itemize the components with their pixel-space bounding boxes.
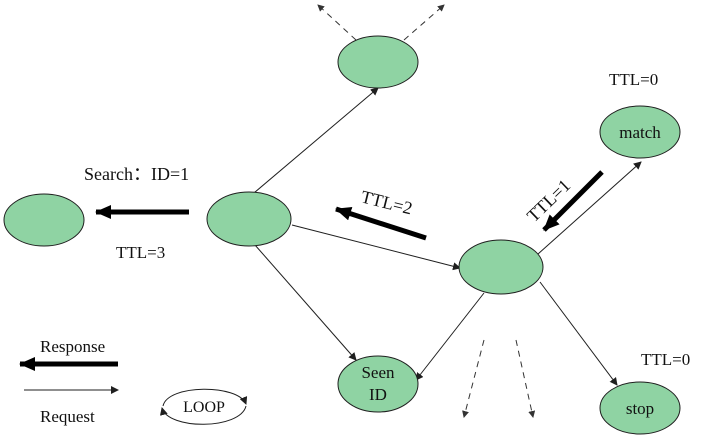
- dashed-arrow-bottom-left: [462, 339, 485, 418]
- node-seen-id: [337, 355, 419, 413]
- dashed-arrow-bottom-right: [515, 339, 536, 418]
- loop-label: LOOP: [183, 399, 225, 416]
- node-center: [206, 191, 292, 247]
- node-left: [3, 193, 85, 247]
- loop-top-arc: [162, 388, 248, 407]
- ttl1-label: TTL=1: [523, 175, 574, 226]
- edge-center-to-top: [247, 87, 379, 199]
- response-arrows: [95, 170, 604, 241]
- node-right: [458, 239, 544, 295]
- loop-icon: LOOP: [160, 388, 248, 425]
- request-edges: [247, 87, 642, 386]
- edge-right-to-stop: [539, 281, 618, 386]
- search-label: Search：ID=1: [84, 164, 189, 184]
- response-arrow-ttl2: [335, 206, 427, 241]
- edge-right-to-match: [537, 161, 642, 255]
- node-match-label: match: [619, 123, 661, 142]
- dashed-arrow-top-left: [317, 4, 357, 41]
- response-arrow-ttl1: [542, 170, 604, 232]
- legend: Response Request LOOP: [19, 337, 248, 426]
- ttl2-label: TTL=2: [359, 186, 414, 218]
- node-match: [599, 105, 681, 159]
- nodes: [3, 35, 681, 435]
- legend-response-label: Response: [40, 337, 105, 356]
- legend-request-label: Request: [40, 407, 95, 426]
- node-seen-label-line2: ID: [369, 385, 387, 404]
- edge-center-to-right: [291, 224, 461, 271]
- loop-bottom-arc: [160, 405, 247, 425]
- node-stop: [599, 381, 681, 435]
- ttl0-stop-label: TTL=0: [641, 350, 690, 369]
- edge-center-to-seen: [254, 244, 357, 361]
- node-seen-label-line1: Seen: [361, 363, 395, 382]
- ttl3-label: TTL=3: [116, 243, 165, 262]
- node-top: [337, 35, 419, 89]
- dashed-propagation: [317, 4, 536, 418]
- ttl0-match-label: TTL=0: [609, 70, 658, 89]
- edge-right-to-seen: [415, 292, 485, 381]
- dashed-arrow-top-right: [403, 4, 445, 41]
- node-stop-label: stop: [626, 399, 654, 418]
